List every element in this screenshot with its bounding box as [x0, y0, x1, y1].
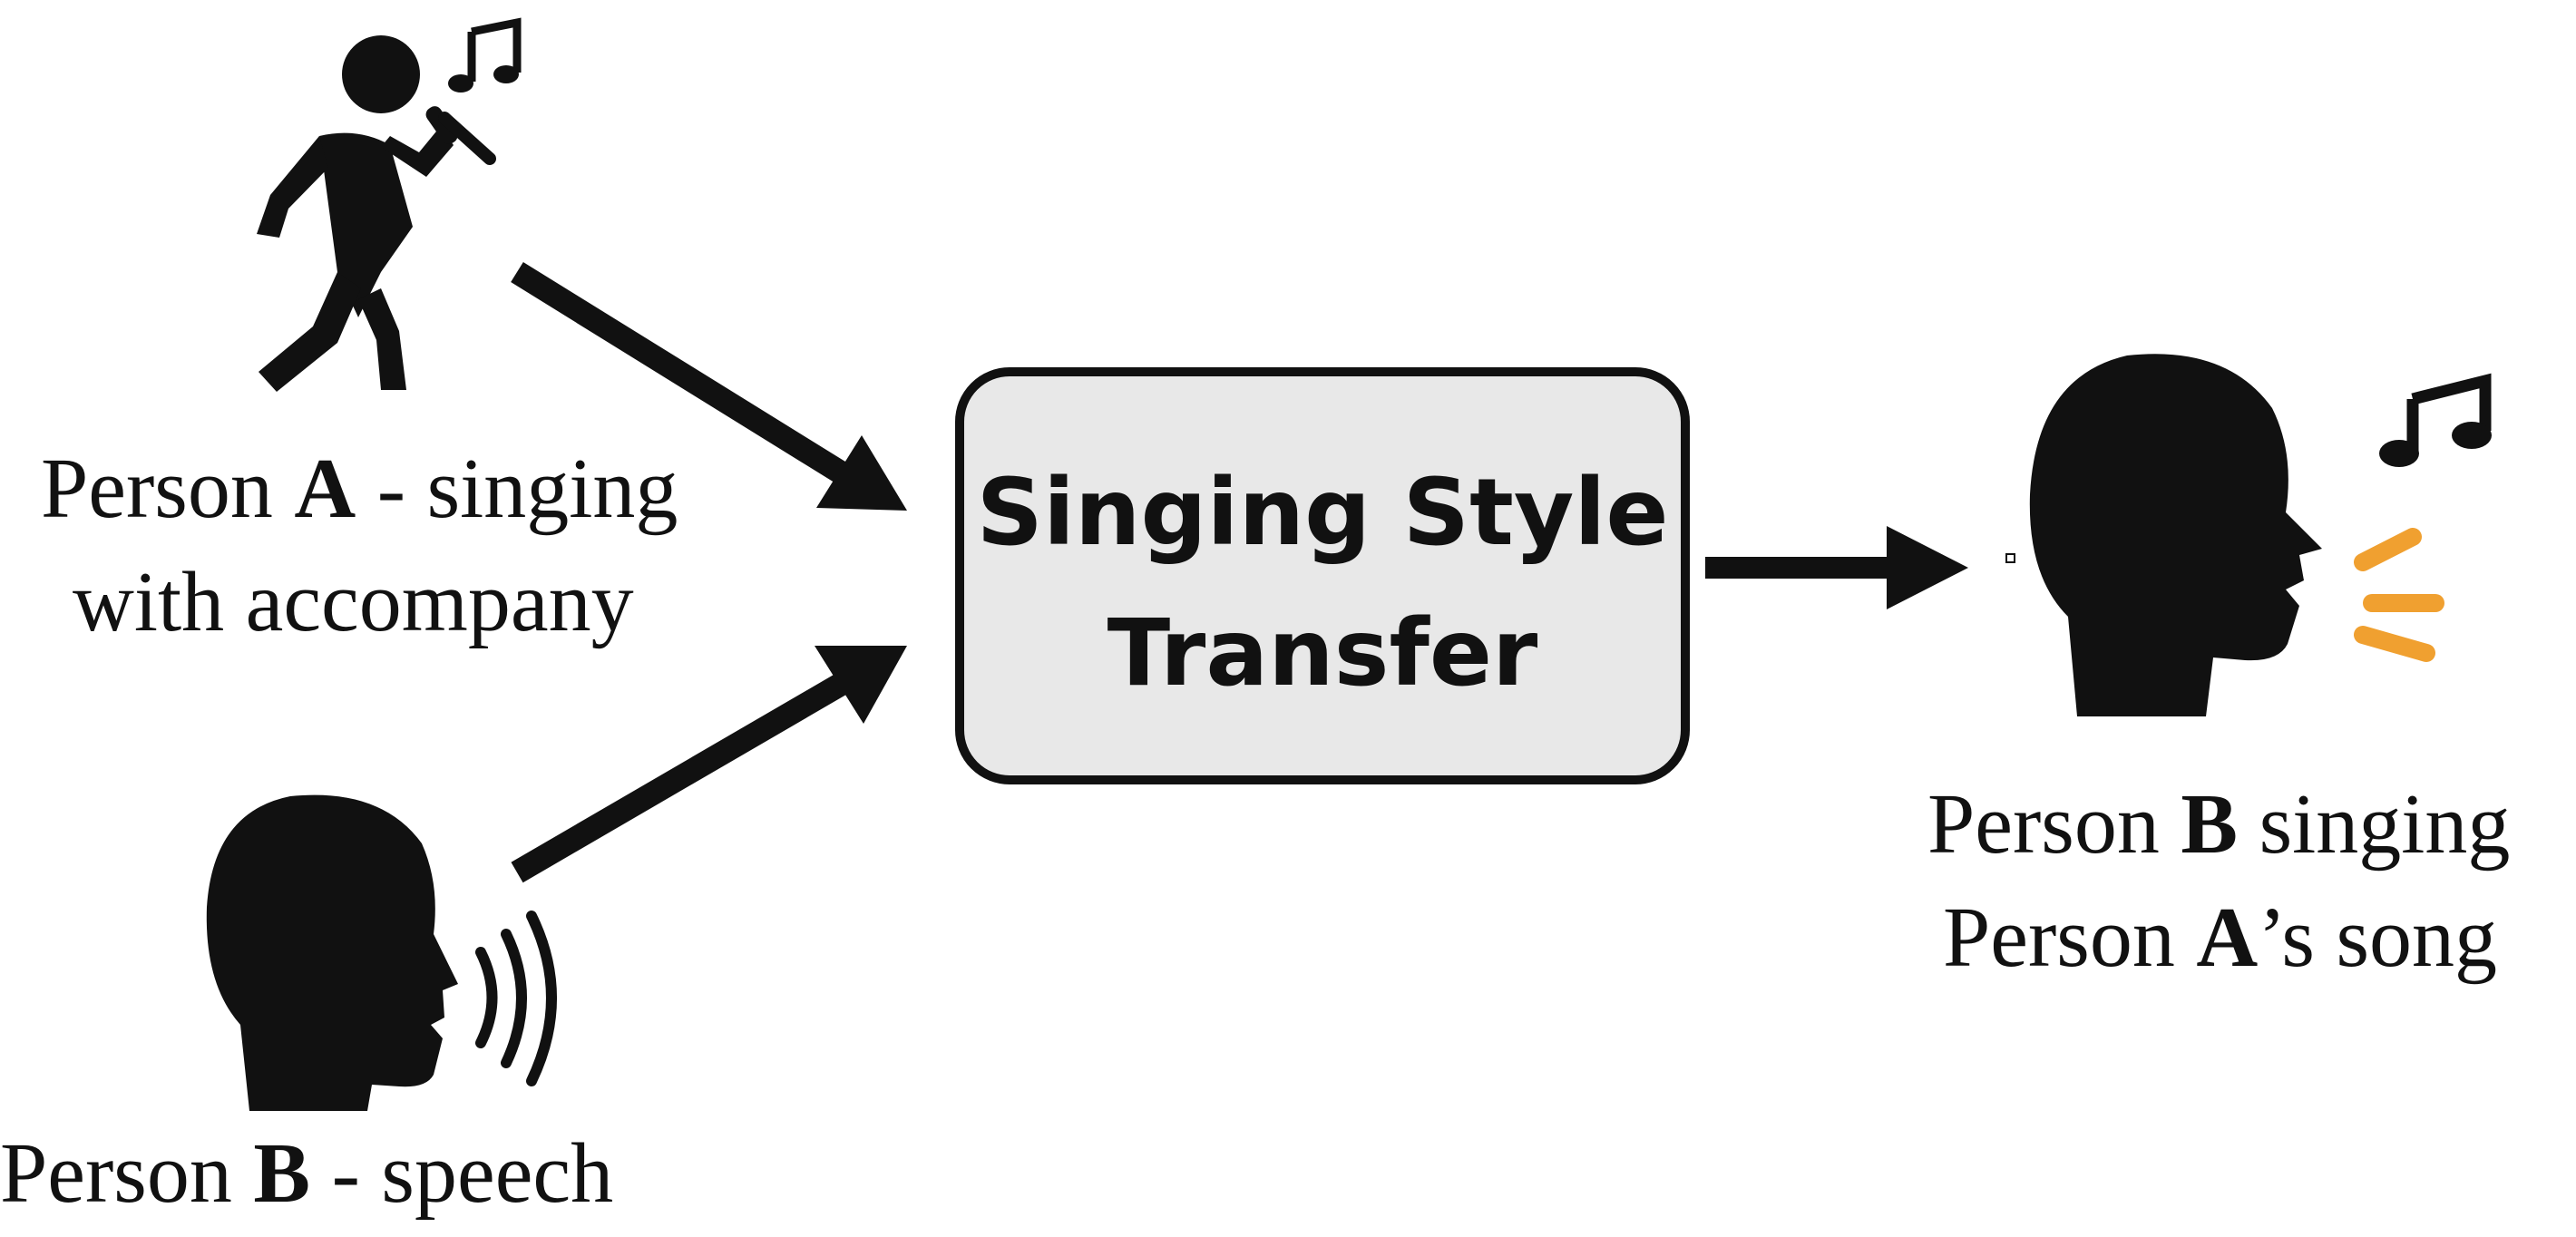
box-title-line2: Transfer: [1107, 599, 1538, 707]
output-label-line1: Person B singing: [1927, 777, 2510, 872]
arrow-b-to-box: [511, 646, 907, 883]
person-a-label: Person A - singing: [41, 442, 678, 536]
music-note-icon: [448, 17, 522, 93]
person-b-label: Person B - speech: [0, 1126, 613, 1221]
arrow-a-to-box: [511, 261, 907, 511]
singing-style-transfer-box: Singing Style Transfer: [955, 367, 1690, 784]
singer-with-microphone-icon: [257, 35, 496, 392]
box-title-line1: Singing Style: [976, 459, 1668, 567]
output-label-line2: Person A’s song: [1943, 891, 2497, 985]
singing-head-icon: [2005, 354, 2322, 716]
sound-lines-icon: [2354, 528, 2444, 662]
person-a-label-line2: with accompany: [73, 555, 634, 649]
output-music-note-icon: [2379, 373, 2492, 467]
speaking-head-icon: [206, 794, 557, 1111]
arrow-box-to-output: [1705, 526, 1968, 609]
